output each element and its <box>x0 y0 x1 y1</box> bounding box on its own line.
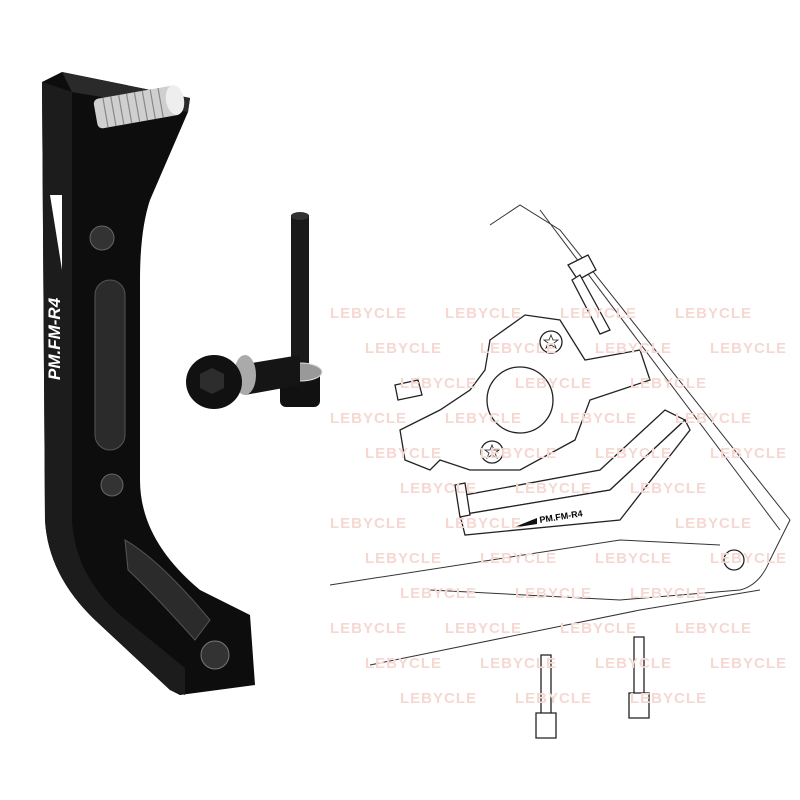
watermark-text: LEBYCLE <box>675 515 752 532</box>
watermark-text: LEBYCLE <box>595 445 672 462</box>
watermark-text: LEBYCLE <box>330 410 407 427</box>
nut <box>394 379 423 401</box>
watermark-text: LEBYCLE <box>710 550 787 567</box>
adapter-bracket: PM.FM-R4 <box>42 72 255 695</box>
watermark-text: LEBYCLE <box>630 585 707 602</box>
watermark-text: LEBYCLE <box>515 585 592 602</box>
caliper-diagram: PM.FM-R4 <box>394 314 691 536</box>
watermark-text: LEBYCLE <box>480 550 557 567</box>
watermark-text: LEBYCLE <box>480 340 557 357</box>
watermark-text: LEBYCLE <box>630 690 707 707</box>
black-bolts <box>186 212 323 409</box>
watermark-layer: LEBYCLE LEBYCLE LEBYCLE LEBYCLE LEBYCLE LEBYC… <box>330 305 787 707</box>
watermark-text: LEBYCLE <box>480 445 557 462</box>
watermark-text: LEBYCLE <box>515 480 592 497</box>
watermark-text: LEBYCLE <box>330 515 407 532</box>
watermark-text: LEBYCLE <box>630 375 707 392</box>
watermark-text: LEBYCLE <box>330 305 407 322</box>
watermark-text: LEBYCLE <box>400 375 477 392</box>
watermark-text: LEBYCLE <box>710 445 787 462</box>
watermark-text: LEBYCLE <box>595 340 672 357</box>
watermark-text: LEBYCLE <box>400 690 477 707</box>
watermark-text: LEBYCLE <box>675 305 752 322</box>
watermark-text: LEBYCLE <box>710 340 787 357</box>
frame-hole <box>723 549 745 571</box>
watermark-text: LEBYCLE <box>710 655 787 672</box>
watermark-text: LEBYCLE <box>365 340 442 357</box>
watermark-text: LEBYCLE <box>560 305 637 322</box>
watermark-text: LEBYCLE <box>480 655 557 672</box>
watermark-text: LEBYCLE <box>365 445 442 462</box>
watermark-text: LEBYCLE <box>365 655 442 672</box>
watermark-text: LEBYCLE <box>445 515 522 532</box>
watermark-text: LEBYCLE <box>400 480 477 497</box>
frame-outline <box>429 204 791 601</box>
watermark-text: LEBYCLE <box>330 620 407 637</box>
bracket-model-label: PM.FM-R4 <box>45 297 64 380</box>
watermark-text: LEBYCLE <box>515 690 592 707</box>
watermark-text: LEBYCLE <box>515 375 592 392</box>
hex-socket-icon <box>200 368 224 394</box>
watermark-text: LEBYCLE <box>560 410 637 427</box>
watermark-text: LEBYCLE <box>445 305 522 322</box>
watermark-text: LEBYCLE <box>560 620 637 637</box>
watermark-text: LEBYCLE <box>445 620 522 637</box>
watermark-text: LEBYCLE <box>675 620 752 637</box>
watermark-text: LEBYCLE <box>445 410 522 427</box>
watermark-text: LEBYCLE <box>400 585 477 602</box>
watermark-text: LEBYCLE <box>630 480 707 497</box>
watermark-text: LEBYCLE <box>595 655 672 672</box>
watermark-text: LEBYCLE <box>675 410 752 427</box>
watermark-text: LEBYCLE <box>595 550 672 567</box>
watermark-text: LEBYCLE <box>365 550 442 567</box>
diagram-bolts <box>454 254 650 739</box>
